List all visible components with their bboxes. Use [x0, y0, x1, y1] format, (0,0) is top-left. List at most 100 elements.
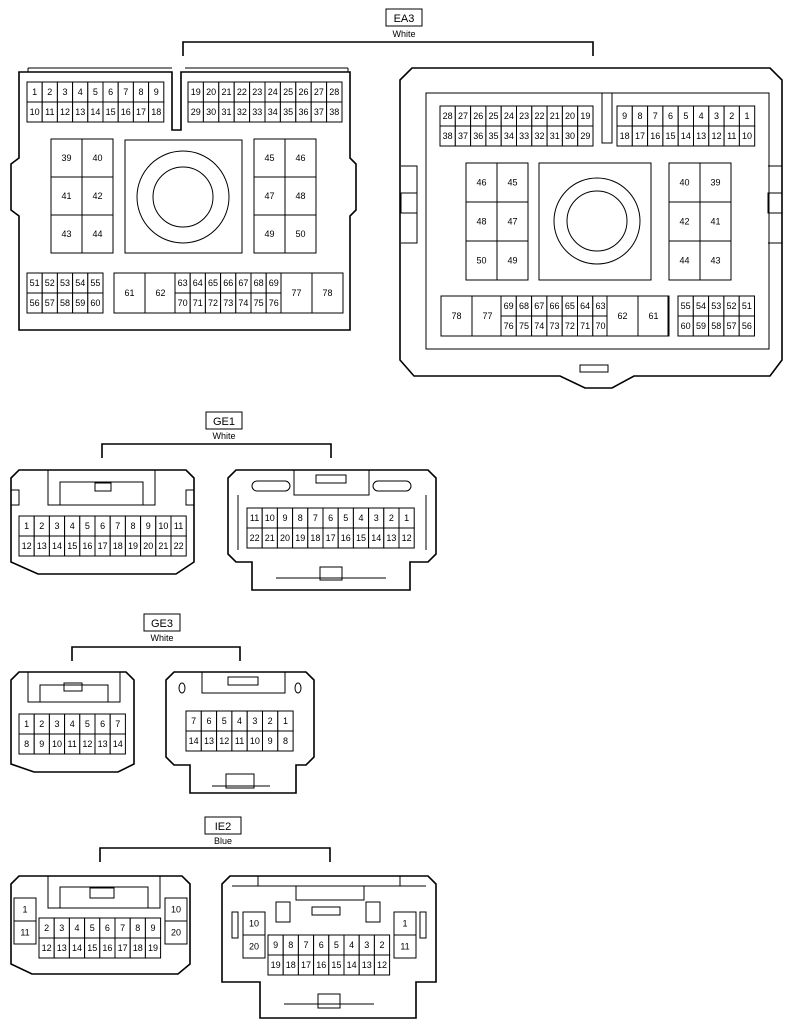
pin-cell: [284, 214, 317, 254]
pin-number: 64: [193, 278, 203, 288]
pin-number: 11: [68, 739, 77, 749]
pin-number: 18: [151, 107, 161, 117]
pin-number: 29: [580, 131, 590, 141]
pin-number: 54: [75, 278, 85, 288]
pin-number: 29: [191, 107, 201, 117]
keyway: [124, 139, 243, 254]
pin-cell: [87, 292, 104, 314]
pin-number: 26: [298, 87, 308, 97]
pin-number: 16: [121, 107, 131, 117]
pin-number: 51: [30, 278, 40, 288]
pin-number: 1: [22, 905, 27, 915]
pin-cell: [699, 162, 732, 203]
pin-number: 52: [45, 278, 55, 288]
connector-bracket: [99, 847, 331, 862]
pin-cell: [699, 201, 732, 242]
pin-number: 4: [358, 513, 363, 523]
pin-number: 14: [347, 960, 357, 970]
pin-number: 55: [90, 278, 100, 288]
pin-number: 37: [458, 131, 468, 141]
pin-number: 8: [130, 521, 135, 531]
pin-number: 51: [742, 301, 752, 311]
pin-number: 37: [314, 107, 324, 117]
pin-number: 36: [298, 107, 308, 117]
pin-cell: [109, 733, 126, 755]
pin-number: 66: [223, 278, 233, 288]
pin-number: 1: [24, 719, 29, 729]
pin-number: 69: [269, 278, 279, 288]
pin-number: 73: [550, 321, 560, 331]
pin-number: 62: [617, 311, 627, 321]
pin-number: 28: [329, 87, 339, 97]
connector-code-box: [204, 816, 242, 835]
pin-number: 25: [489, 111, 499, 121]
pin-number: 43: [710, 256, 720, 266]
pin-number: 21: [158, 541, 168, 551]
connector-color: White: [150, 633, 173, 643]
connector-code-box: [143, 613, 181, 632]
pin-number: 27: [458, 111, 468, 121]
connector-bracket: [101, 443, 332, 458]
pin-number: 50: [476, 256, 486, 266]
pin-number: 1: [24, 521, 29, 531]
pin-cell: [393, 934, 417, 959]
pin-number: 26: [473, 111, 483, 121]
pin-number: 5: [222, 716, 227, 726]
pin-number: 14: [189, 736, 199, 746]
pin-number: 6: [100, 719, 105, 729]
pin-number: 44: [679, 256, 689, 266]
connector-code: GE3: [151, 618, 173, 630]
pin-number: 60: [90, 298, 100, 308]
connector-body-male: [10, 875, 191, 975]
pin-number: 65: [208, 278, 218, 288]
pin-number: 61: [648, 311, 658, 321]
pin-number: 71: [193, 298, 203, 308]
pin-cell: [637, 295, 670, 337]
pin-number: 18: [286, 960, 296, 970]
pin-number: 40: [92, 153, 102, 163]
pin-number: 7: [120, 923, 125, 933]
pin-number: 1: [283, 716, 288, 726]
pin-cell: [50, 214, 83, 254]
pin-number: 15: [87, 943, 97, 953]
pin-cell: [253, 138, 286, 178]
pin-number: 3: [62, 87, 67, 97]
pin-number: 2: [729, 111, 734, 121]
pin-number: 46: [476, 178, 486, 188]
pin-cell: [81, 176, 114, 216]
pin-number: 18: [310, 533, 320, 543]
pin-number: 31: [550, 131, 560, 141]
pin-number: 45: [507, 178, 517, 188]
pin-number: 42: [92, 191, 102, 201]
pin-number: 35: [489, 131, 499, 141]
pin-number: 67: [534, 301, 544, 311]
pin-number: 12: [60, 107, 70, 117]
pin-number: 4: [78, 87, 83, 97]
pin-number: 34: [504, 131, 514, 141]
pin-number: 3: [364, 940, 369, 950]
pin-number: 13: [386, 533, 396, 543]
pin-number: 17: [326, 533, 336, 543]
pin-number: 48: [295, 191, 305, 201]
pin-number: 20: [280, 533, 290, 543]
pin-number: 19: [191, 87, 201, 97]
pin-number: 13: [696, 131, 706, 141]
pin-number: 31: [221, 107, 231, 117]
pin-number: 9: [282, 513, 287, 523]
pin-number: 75: [254, 298, 264, 308]
keyway: [538, 162, 652, 281]
pin-number: 50: [295, 229, 305, 239]
pin-number: 5: [343, 513, 348, 523]
pin-number: 20: [249, 942, 259, 952]
pin-cell: [398, 527, 415, 549]
pin-number: 4: [70, 719, 75, 729]
pin-number: 8: [637, 111, 642, 121]
pin-number: 77: [482, 311, 492, 321]
pin-number: 17: [635, 131, 645, 141]
pin-number: 53: [60, 278, 70, 288]
pin-number: 34: [268, 107, 278, 117]
pin-cell: [144, 937, 162, 959]
